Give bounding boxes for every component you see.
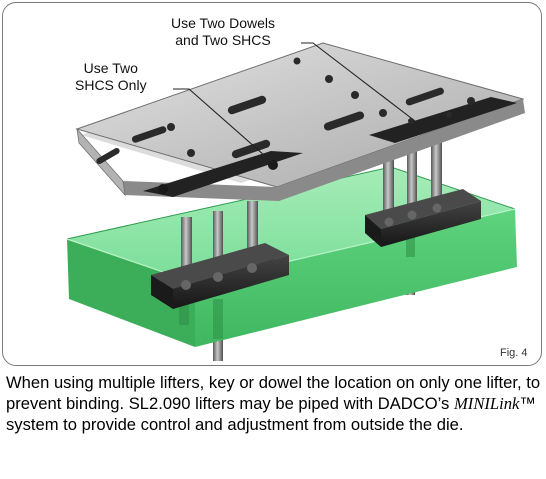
right-lifter-rod-1 — [383, 143, 394, 223]
lifter-assembly-illustration — [66, 42, 525, 361]
left-lifter-rod-1 — [181, 217, 192, 291]
figure-frame: Use Two Dowels and Two SHCS Use Two SHCS… — [2, 2, 542, 366]
right-lifter-base-front — [381, 201, 481, 247]
callout-shcs-only: Use Two SHCS Only — [75, 60, 147, 94]
rod-ghost-3 — [406, 225, 415, 257]
callout-dowels-line2: and Two SHCS — [175, 32, 271, 48]
shcs-left-2 — [268, 160, 278, 170]
slot-6 — [96, 148, 120, 164]
right-lifter — [365, 131, 481, 247]
leader-dowels — [301, 42, 416, 122]
left-lifter-rod-3 — [247, 201, 258, 273]
right-lifter-rod-3 — [431, 131, 442, 207]
rod-ghost-1 — [179, 291, 189, 325]
left-base-bore-3 — [247, 263, 257, 273]
right-lifter-base-top — [365, 189, 481, 229]
plate-slots — [96, 87, 444, 164]
right-base-bore-3 — [432, 203, 442, 213]
callout-shcs-line2: SHCS Only — [75, 77, 147, 93]
green-block-left — [67, 239, 195, 347]
caption-part1: When using multiple lifters, key or dowe… — [6, 373, 541, 413]
left-lifter-base-front — [173, 255, 289, 309]
hole-2 — [187, 149, 195, 157]
left-base-bore-1 — [181, 280, 191, 290]
left-base-bore-2 — [213, 272, 223, 282]
plate-holes — [158, 57, 475, 194]
left-lifter-base-side — [151, 275, 173, 309]
slot-5 — [405, 87, 444, 106]
slot-4 — [323, 111, 365, 131]
right-lifter-rod-2 — [407, 137, 417, 215]
right-base-bore-2 — [407, 210, 417, 220]
green-block-top — [67, 167, 515, 283]
green-block-front — [195, 209, 517, 347]
caption-brand: MINILink — [453, 394, 520, 413]
plate-support-left — [143, 151, 303, 197]
shcs-left-1 — [158, 184, 168, 194]
rod-ghost-2 — [213, 299, 223, 339]
callout-dowels-line1: Use Two Dowels — [171, 15, 276, 31]
plate-support-right — [369, 97, 517, 143]
right-base-bore-1 — [384, 217, 394, 227]
left-lifter-rod-2 — [213, 211, 223, 281]
slot-2 — [227, 95, 267, 115]
callout-shcs-line1: Use Two — [83, 60, 138, 76]
hole-1 — [167, 123, 175, 131]
slot-3 — [231, 139, 271, 159]
figure-label: Fig. 4 — [500, 347, 528, 359]
caption-part2: system to provide control and adjustment… — [6, 415, 464, 434]
figure-caption: When using multiple lifters, key or dowe… — [6, 372, 542, 435]
right-lifter-base-side — [365, 215, 381, 247]
left-lifter — [151, 201, 289, 309]
dowel-1 — [379, 109, 387, 117]
slot-1 — [131, 126, 167, 143]
dowel-3 — [446, 112, 452, 118]
callout-dowels-and-shcs: Use Two Dowels and Two SHCS — [171, 15, 275, 49]
caption-tm: ™ — [519, 394, 537, 413]
shcs-right-1 — [467, 97, 475, 105]
lifter-plate — [75, 42, 525, 201]
leader-lines — [173, 42, 416, 164]
leader-shcs — [173, 88, 274, 164]
left-lifter-base-top — [151, 243, 289, 289]
hole-4 — [351, 91, 359, 99]
hole-3 — [325, 75, 333, 83]
hole-5 — [293, 57, 301, 65]
